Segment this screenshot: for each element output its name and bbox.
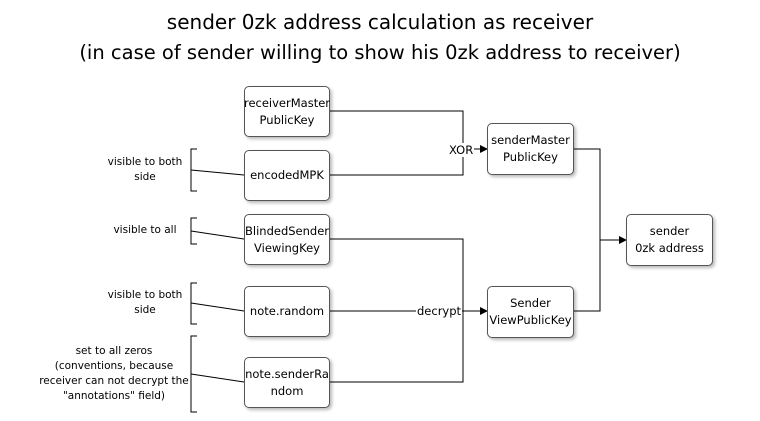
decrypt-label: decrypt — [416, 304, 463, 318]
diagram-subtitle: (in case of sender willing to show his 0… — [79, 41, 681, 64]
edge-encoded-mpk-xor — [330, 149, 464, 176]
blinded-sender-viewing-key-node: BlindedSender ViewingKey — [244, 214, 330, 265]
note-leader-note-sender-random — [190, 373, 245, 383]
note-leader-note-random — [190, 302, 245, 312]
edge-sender-vpk-0zk — [574, 240, 601, 312]
xor-label: XOR — [448, 143, 475, 157]
diagram-title: sender 0zk address calculation as receiv… — [166, 10, 594, 34]
sender-view-public-key-node: Sender ViewPublicKey — [487, 286, 574, 338]
edge-sender-mpk-0zk — [574, 148, 601, 240]
note-blinded-svk: visible to all — [113, 224, 177, 236]
note-leader-encoded-mpk — [190, 169, 245, 176]
note-note-sender-random: set to all zeros (conventions, because r… — [39, 345, 189, 402]
sender-master-public-key-node: senderMaster PublicKey — [487, 123, 574, 175]
note-leader-blinded-svk — [190, 230, 245, 240]
note-encoded-mpk: visible to both side — [107, 156, 183, 183]
sender-0zk-address-node: sender 0zk address — [626, 214, 713, 266]
note-note-random: visible to both side — [107, 289, 183, 316]
receiver-master-public-key-node: receiverMaster PublicKey — [244, 86, 330, 137]
encoded-mpk-node: encodedMPK — [244, 150, 330, 201]
note-random-node: note.random — [244, 286, 330, 337]
edge-receiver-mpk-xor — [330, 110, 464, 149]
edge-blinded-svk-decrypt — [330, 238, 464, 311]
edge-note-sender-random-decrypt — [330, 311, 464, 383]
note-sender-random-node: note.senderRa ndom — [244, 357, 330, 408]
